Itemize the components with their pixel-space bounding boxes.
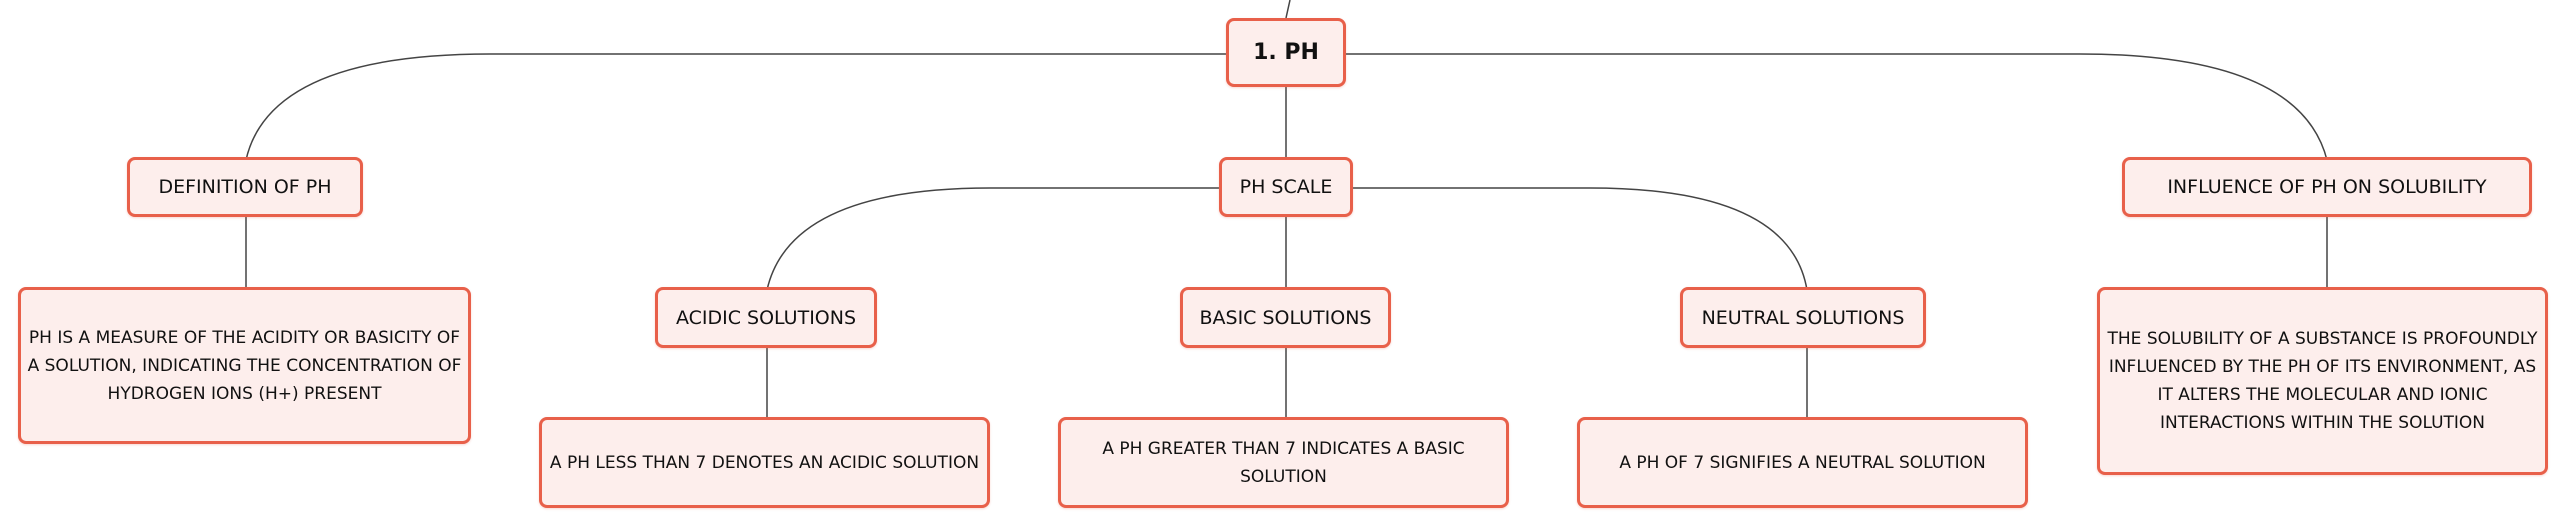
connector-parent-stub: [1285, 0, 1291, 19]
root-node[interactable]: 1. PH: [1226, 18, 1346, 87]
acidic-detail-text: A PH LESS THAN 7 DENOTES AN ACIDIC SOLUT…: [549, 452, 980, 473]
definition-node[interactable]: DEFINITION OF PH: [127, 157, 363, 217]
root-node-label: 1. PH: [1253, 40, 1319, 65]
basic-solutions-node[interactable]: BASIC SOLUTIONS: [1180, 287, 1391, 348]
connector-root-definition: [245, 53, 1226, 161]
acidic-solutions-label: ACIDIC SOLUTIONS: [675, 306, 857, 329]
scale-node[interactable]: PH SCALE: [1219, 157, 1353, 217]
basic-detail-text: A PH GREATER THAN 7 INDICATES A BASIC SO…: [1102, 438, 1465, 487]
solubility-detail-node[interactable]: THE SOLUBILITY OF A SUBSTANCE IS PROFOUN…: [2097, 287, 2548, 475]
acidic-solutions-node[interactable]: ACIDIC SOLUTIONS: [655, 287, 877, 348]
connector-root-solubility: [1346, 53, 2328, 161]
acidic-detail-node[interactable]: A PH LESS THAN 7 DENOTES AN ACIDIC SOLUT…: [539, 417, 990, 508]
neutral-solutions-node[interactable]: NEUTRAL SOLUTIONS: [1680, 287, 1926, 348]
solubility-node[interactable]: INFLUENCE OF PH ON SOLUBILITY: [2122, 157, 2532, 217]
basic-detail-node[interactable]: A PH GREATER THAN 7 INDICATES A BASIC SO…: [1058, 417, 1509, 508]
neutral-detail-text: A PH OF 7 SIGNIFIES A NEUTRAL SOLUTION: [1619, 452, 1986, 473]
connector-scale-acidic: [766, 187, 1220, 291]
neutral-detail-node[interactable]: A PH OF 7 SIGNIFIES A NEUTRAL SOLUTION: [1577, 417, 2028, 508]
basic-solutions-label: BASIC SOLUTIONS: [1199, 306, 1372, 329]
connector-scale-neutral: [1352, 187, 1808, 291]
definition-detail-node[interactable]: PH IS A MEASURE OF THE ACIDITY OR BASICI…: [18, 287, 471, 444]
scale-node-label: PH SCALE: [1239, 176, 1333, 198]
definition-node-label: DEFINITION OF PH: [158, 176, 332, 198]
solubility-detail-text: THE SOLUBILITY OF A SUBSTANCE IS PROFOUN…: [2107, 329, 2538, 433]
solubility-node-label: INFLUENCE OF PH ON SOLUBILITY: [2167, 176, 2487, 198]
neutral-solutions-label: NEUTRAL SOLUTIONS: [1701, 306, 1905, 329]
definition-detail-text: PH IS A MEASURE OF THE ACIDITY OR BASICI…: [27, 327, 462, 404]
